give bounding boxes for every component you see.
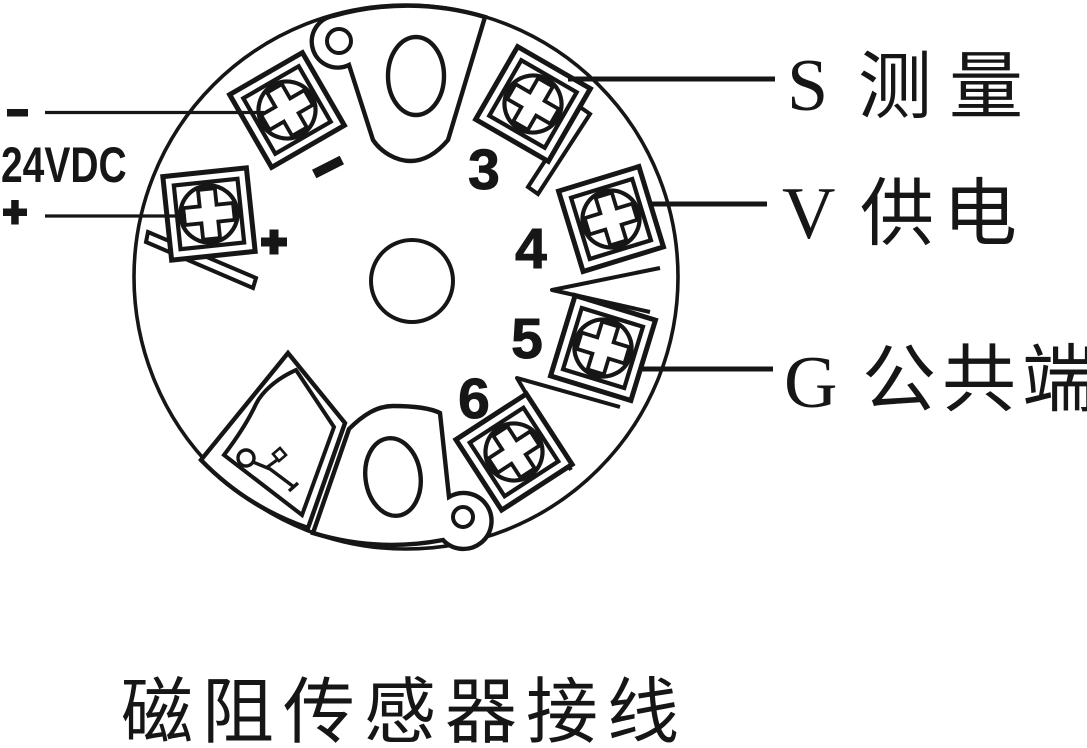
terminal-number-3: 3 xyxy=(468,138,500,202)
center-hole xyxy=(369,238,455,324)
terminal-power-positive xyxy=(163,168,255,260)
bottom-cable-entry-oval xyxy=(363,435,423,519)
top-cable-entry-oval xyxy=(385,34,447,118)
supply-minus-mark xyxy=(7,109,28,117)
label-s-name: 测量 xyxy=(858,47,1040,129)
module-minus-mark xyxy=(312,155,344,179)
terminal-number-6: 6 xyxy=(458,367,490,431)
label-g-name: 公共端 xyxy=(862,340,1087,422)
diagram-caption: 磁阻传感器接线 xyxy=(121,673,688,748)
terminal-number-5: 5 xyxy=(511,307,543,371)
wedge-notch-between-4-5 xyxy=(550,266,661,314)
supply-voltage-label: 24VDC xyxy=(1,136,127,193)
label-v-code: V xyxy=(782,173,835,255)
usb-door-outer xyxy=(198,349,348,531)
bottom-screw-hole xyxy=(451,505,475,529)
label-g-code: G xyxy=(784,342,837,424)
supply-plus-mark xyxy=(3,200,27,225)
terminal-number-4: 4 xyxy=(515,217,547,281)
label-v-name: 供电 xyxy=(860,174,1026,256)
label-s-code: S xyxy=(787,45,828,127)
usb-door-inner xyxy=(221,367,337,519)
top-screw-hole xyxy=(325,27,353,55)
usb-connector-icon xyxy=(236,446,300,493)
module-plus-mark xyxy=(261,229,287,255)
